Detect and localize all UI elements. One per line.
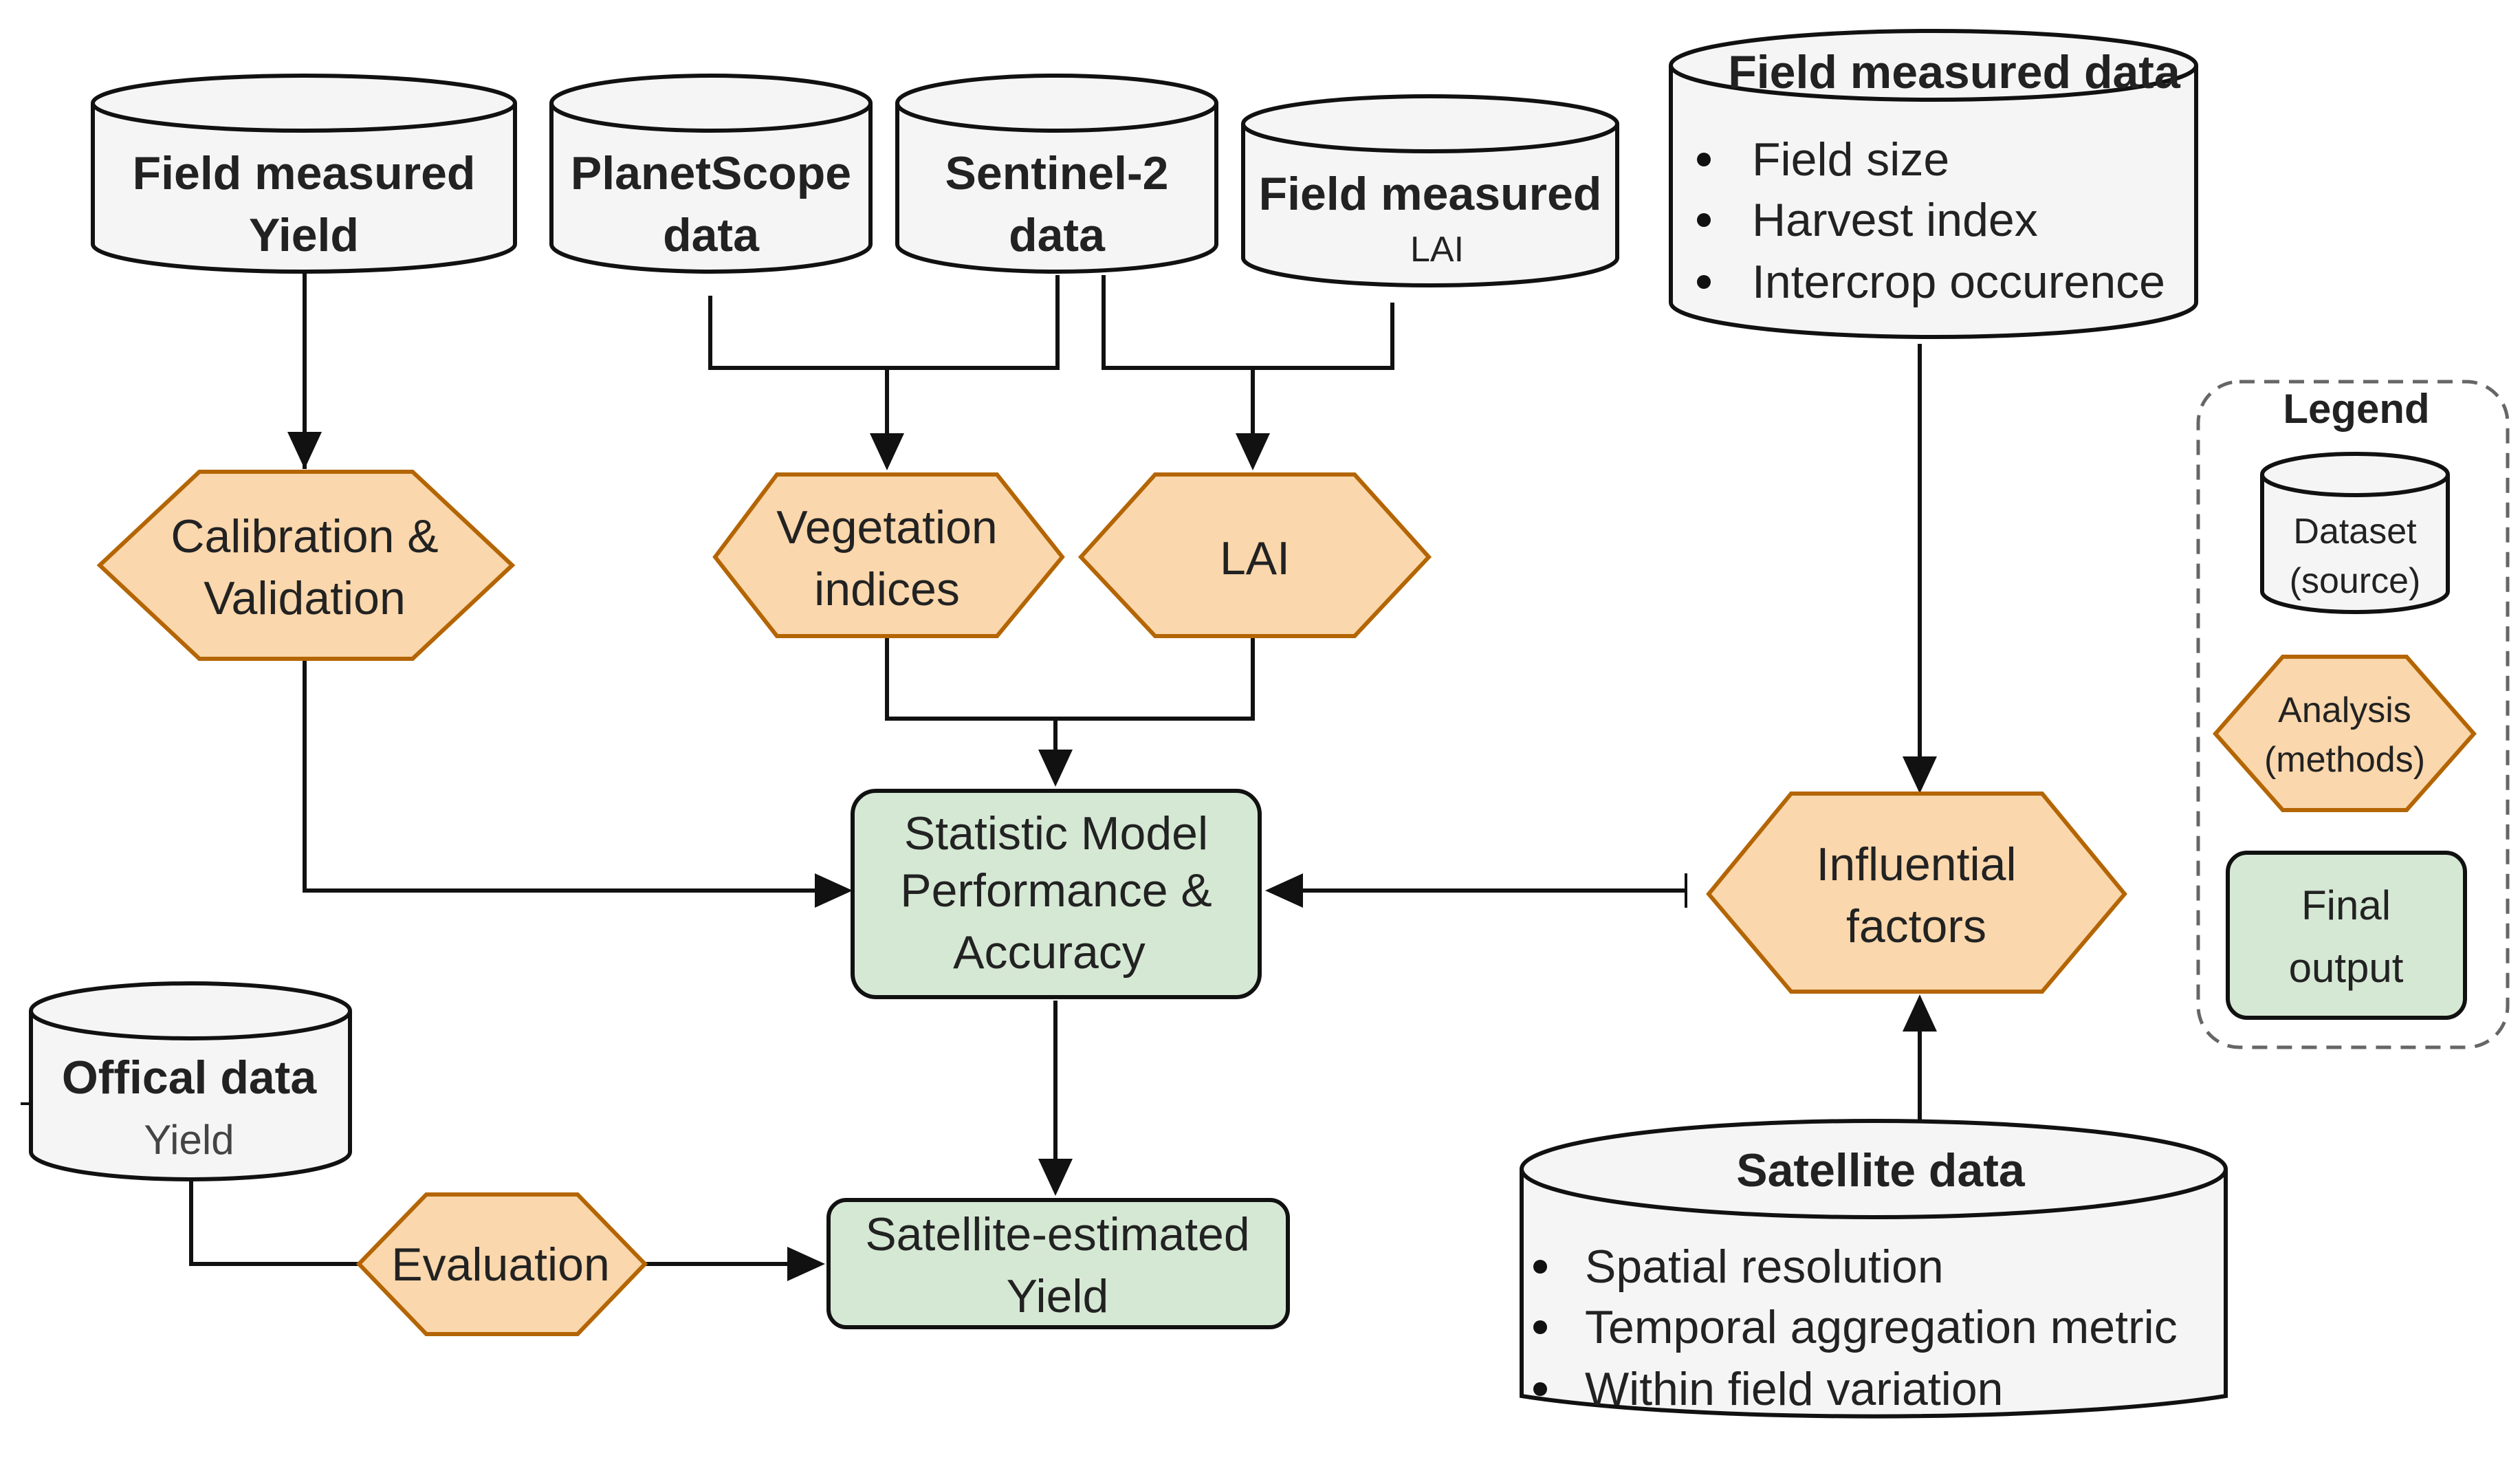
bullet	[1697, 153, 1711, 166]
output-statistic: Statistic Model Performance & Accuracy	[851, 789, 1262, 999]
dataset-field-yield-subtitle: Yield	[249, 209, 359, 261]
analysis-lai-label: LAI	[1220, 532, 1290, 585]
dataset-field-data-title: Field measured data	[1728, 46, 2181, 98]
list-item: Temporal aggregation metric	[1585, 1301, 2178, 1353]
analysis-evaluation-label: Evaluation	[391, 1239, 610, 1291]
dataset-planetscope-title: PlanetScope	[571, 147, 851, 199]
bullet	[1533, 1382, 1547, 1396]
dataset-field-data: Field measured data Field size Harvest i…	[1669, 29, 2198, 339]
arrowhead-statistic-left	[815, 873, 853, 908]
arrowhead-statistic-right	[1265, 873, 1303, 908]
dataset-field-data-list: Field size Harvest index Intercrop occur…	[1697, 133, 2165, 308]
dataset-official: Offical data Yield	[29, 981, 352, 1181]
legend-final-line2: output	[2289, 945, 2404, 991]
arrowhead-statistic-top	[1038, 750, 1073, 787]
arrowhead-influential-bottom	[1903, 994, 1937, 1032]
legend-analysis: Analysis (methods)	[2213, 655, 2477, 812]
arrowhead-influential-top	[1903, 756, 1937, 794]
bullet	[1697, 275, 1711, 289]
dataset-field-lai-subtitle: LAI	[1410, 230, 1464, 270]
edge-calibration-to-statistic	[303, 660, 815, 893]
arrowhead-satellite-yield-left	[787, 1247, 825, 1281]
legend: Legend Dataset (source) Analysis (method…	[2196, 380, 2510, 1049]
list-item: Intercrop occurence	[1752, 256, 2165, 308]
edge-official-to-evaluation	[189, 1179, 359, 1266]
dataset-planetscope-subtitle: data	[663, 209, 760, 261]
analysis-vegetation-line1: Vegetation	[776, 501, 997, 554]
legend-analysis-line2: (methods)	[2264, 740, 2425, 780]
analysis-influential-line1: Influential	[1816, 838, 2016, 891]
arrowhead-vegetation	[870, 433, 904, 470]
output-statistic-line1: Statistic Model	[904, 807, 1208, 860]
edge-planetscope-sentinel-to-vegetation	[708, 275, 1060, 433]
edge-sentinel-lai-to-lai	[1102, 275, 1394, 433]
dataset-official-title: Offical data	[62, 1051, 317, 1104]
analysis-calibration: Calibration & Validation	[96, 470, 516, 661]
legend-title: Legend	[2283, 386, 2429, 432]
analysis-influential: Influential factors	[1706, 792, 2127, 994]
dataset-satellite-list: Spatial resolution Temporal aggregation …	[1533, 1241, 2178, 1415]
output-statistic-line3: Accuracy	[953, 926, 1146, 979]
output-statistic-line2: Performance &	[900, 864, 1212, 917]
list-item: Harvest index	[1752, 194, 2038, 246]
arrowhead-satellite-yield-top	[1038, 1159, 1073, 1196]
legend-dataset-line1: Dataset	[2293, 512, 2417, 552]
analysis-lai: LAI	[1077, 472, 1432, 638]
dataset-sentinel2-subtitle: data	[1009, 209, 1106, 261]
dataset-satellite-title: Satellite data	[1736, 1144, 2026, 1197]
analysis-vegetation: Vegetation indices	[712, 472, 1065, 638]
connectors	[21, 268, 1937, 1281]
legend-final-line1: Final	[2301, 882, 2391, 928]
list-item: Field size	[1752, 133, 1949, 186]
analysis-evaluation: Evaluation	[355, 1192, 648, 1336]
analysis-vegetation-line2: indices	[814, 563, 960, 615]
bullet	[1697, 213, 1711, 227]
analysis-calibration-line1: Calibration &	[171, 510, 438, 563]
bullet	[1533, 1320, 1547, 1334]
dataset-field-yield: Field measured Yield	[91, 74, 517, 274]
legend-dataset: Dataset (source)	[2260, 452, 2450, 614]
dataset-official-subtitle: Yield	[144, 1117, 234, 1163]
list-item: Spatial resolution	[1585, 1241, 1944, 1293]
dataset-satellite: Satellite data Spatial resolution Tempor…	[1520, 1119, 2228, 1419]
list-item: Within field variation	[1585, 1363, 2003, 1415]
dataset-field-lai: Field measured LAI	[1241, 94, 1619, 287]
dataset-field-lai-title: Field measured	[1259, 168, 1602, 220]
dataset-field-yield-title: Field measured	[133, 147, 476, 199]
dataset-sentinel2-title: Sentinel-2	[945, 147, 1169, 199]
output-satellite-yield-line1: Satellite-estimated	[865, 1208, 1249, 1261]
legend-final: Final output	[2226, 851, 2467, 1020]
bullet	[1533, 1260, 1547, 1274]
output-satellite-yield: Satellite-estimated Yield	[826, 1198, 1290, 1329]
dataset-planetscope: PlanetScope data	[549, 74, 873, 274]
analysis-influential-line2: factors	[1846, 900, 1986, 952]
arrowhead-calibration	[287, 432, 322, 469]
dataset-sentinel2: Sentinel-2 data	[895, 74, 1218, 274]
legend-frame	[2196, 380, 2510, 1049]
output-satellite-yield-line2: Yield	[1007, 1270, 1109, 1322]
analysis-calibration-line2: Validation	[204, 572, 406, 624]
arrowhead-lai	[1236, 433, 1270, 470]
legend-analysis-line1: Analysis	[2278, 690, 2411, 730]
legend-dataset-line2: (source)	[2290, 561, 2421, 601]
